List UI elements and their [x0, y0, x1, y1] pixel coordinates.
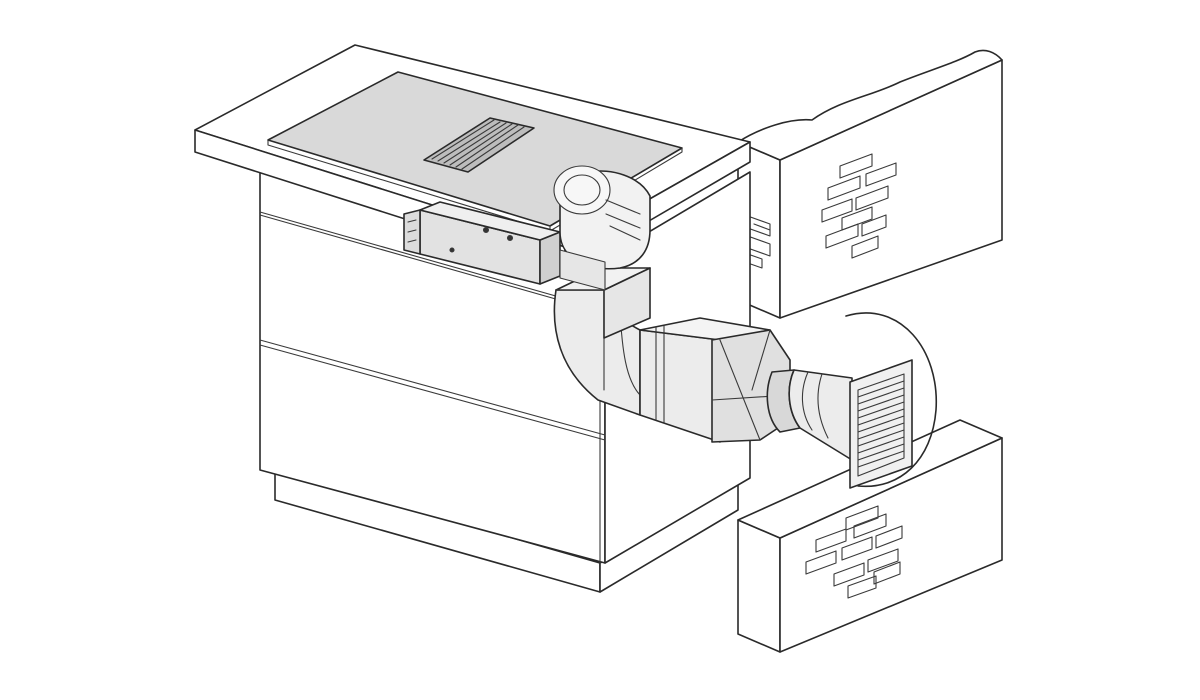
fan-motor-unit-icon: [403, 165, 651, 291]
brick-pattern-lower-front: [805, 505, 903, 599]
exterior-vent-grille-icon: [849, 359, 913, 489]
hob-vent-slot: [423, 117, 535, 173]
brick-wall-upper: [737, 49, 1003, 319]
brick-pattern-upper-front: [821, 153, 897, 259]
duct-elbow-icon: [553, 267, 937, 488]
